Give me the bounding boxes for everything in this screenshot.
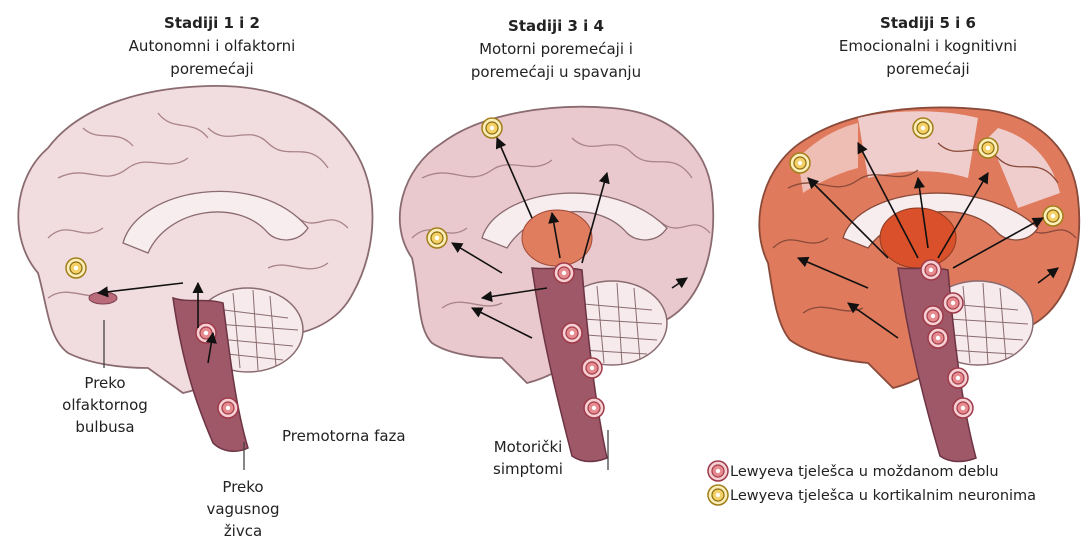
legend-cortical-text: Lewyeva tjelešca u kortikalnim neuronima (730, 484, 1036, 508)
stage-1-2-heading: Stadiji 1 i 2 Autonomni i olfaktorni por… (97, 12, 327, 81)
brain-stage-5-6 (759, 107, 1079, 461)
premotor-label: Premotorna faza (282, 425, 432, 447)
stage-5-6-title: Stadiji 5 i 6 (808, 12, 1048, 35)
legend-brainstem-text: Lewyeva tjelešca u moždanom deblu (730, 460, 999, 484)
legend-item-cortical: Lewyeva tjelešca u kortikalnim neuronima (706, 484, 1036, 508)
brain-stage-3-4 (400, 107, 713, 462)
legend: Lewyeva tjelešca u moždanom deblu Lewyev… (706, 460, 1036, 508)
olfactory-label: Preko olfaktornog bulbusa (40, 372, 170, 438)
stage-3-4-title: Stadiji 3 i 4 (436, 15, 676, 38)
stage-3-4-subtitle: Motorni poremećaji i poremećaji u spavan… (436, 38, 676, 84)
stage-1-2-subtitle: Autonomni i olfaktorni poremećaji (97, 35, 327, 81)
stage-1-2-title: Stadiji 1 i 2 (97, 12, 327, 35)
stage-5-6-subtitle: Emocionalni i kognitivni poremećaji (808, 35, 1048, 81)
vagus-label: Preko vagusnog živca (188, 476, 298, 542)
motor-symptoms-label: Motorički simptomi (478, 436, 578, 480)
stage-3-4-heading: Stadiji 3 i 4 Motorni poremećaji i porem… (436, 15, 676, 84)
legend-item-brainstem: Lewyeva tjelešca u moždanom deblu (706, 460, 1036, 484)
stage-5-6-heading: Stadiji 5 i 6 Emocionalni i kognitivni p… (808, 12, 1048, 81)
